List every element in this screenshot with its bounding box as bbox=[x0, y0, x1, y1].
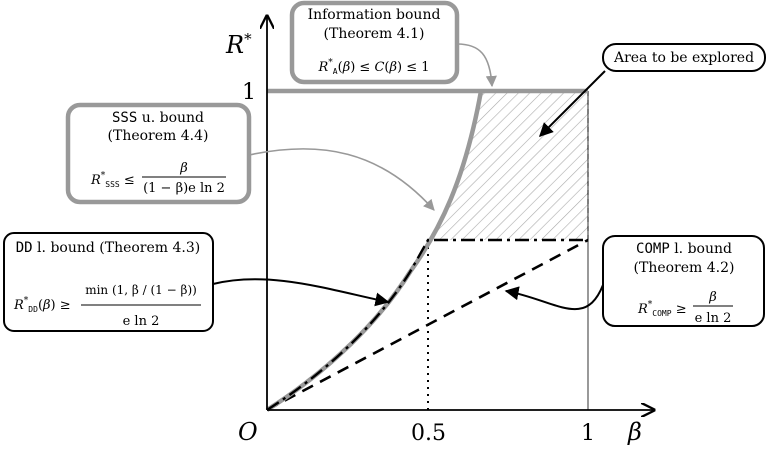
sss-bound-arrow bbox=[248, 148, 435, 211]
info-bound-formula: R*A(β) ≤ C(β) ≤ 1 bbox=[318, 58, 430, 76]
dd-bound-curve bbox=[266, 238, 588, 412]
y-tick-one: 1 bbox=[242, 80, 256, 105]
sss-bound-box bbox=[65, 102, 252, 205]
dd-bound-title: DD l. bound (Theorem 4.3) bbox=[16, 240, 200, 256]
sss-bound-curve bbox=[265, 90, 484, 412]
x-tick-one: 1 bbox=[581, 421, 595, 446]
sss-bound-title: SSS u. bound bbox=[112, 110, 204, 126]
origin-label: O bbox=[238, 418, 258, 446]
info-bound-arrow bbox=[456, 43, 497, 88]
comp-bound-num: β bbox=[708, 290, 717, 305]
area-arrow bbox=[539, 70, 606, 137]
dd-bound-num: min (1, β / (1 − β)) bbox=[85, 283, 197, 297]
info-bound-ref: (Theorem 4.1) bbox=[324, 26, 425, 42]
comp-bound-title: COMP l. bound bbox=[636, 241, 732, 257]
dd-bound-lhs: R*DD(β) ≥ bbox=[13, 296, 71, 314]
comp-bound-den: e ln 2 bbox=[695, 311, 732, 326]
comp-bound-box bbox=[602, 235, 765, 327]
sss-bound-lhs: R*SSS ≤ bbox=[90, 171, 135, 189]
info-bound-box bbox=[289, 0, 460, 85]
dd-bound-box bbox=[3, 232, 214, 332]
area-box bbox=[602, 43, 766, 72]
area-label: Area to be explored bbox=[613, 50, 754, 66]
comp-bound-arrow bbox=[504, 284, 604, 311]
comp-bound-lhs: R*COMP ≥ bbox=[637, 300, 687, 318]
comp-bound-ref: (Theorem 4.2) bbox=[634, 260, 735, 276]
x-axis-label: β bbox=[627, 418, 642, 446]
sss-bound-den: (1 − β)e ln 2 bbox=[143, 181, 225, 196]
sss-bound-ref: (Theorem 4.4) bbox=[108, 128, 209, 144]
x-tick-half: 0.5 bbox=[411, 421, 446, 446]
y-axis-label: R* bbox=[225, 30, 252, 59]
sss-bound-num: β bbox=[179, 161, 188, 176]
dd-bound-arrow bbox=[212, 278, 390, 307]
dd-bound-den: e ln 2 bbox=[123, 314, 160, 329]
info-bound-title: Information bound bbox=[308, 7, 441, 23]
comp-bound-line bbox=[266, 238, 589, 412]
